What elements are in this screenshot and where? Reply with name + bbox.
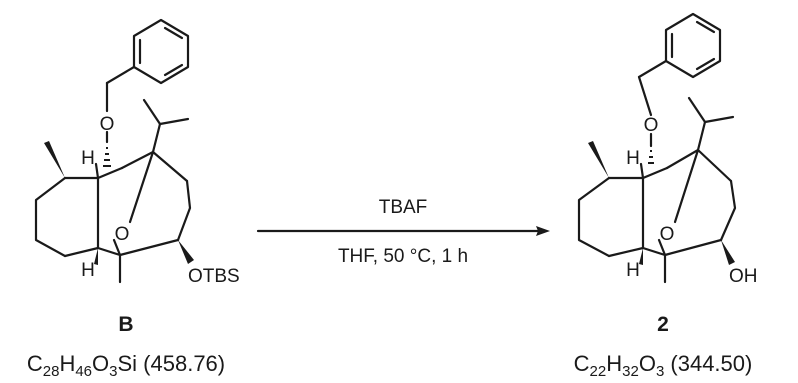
h-wedge: [639, 248, 643, 265]
ether-oxygen-label: O: [644, 115, 659, 136]
h-bottom-label: H: [81, 260, 95, 281]
formula-subscript: 28: [43, 363, 60, 380]
reaction-arrow: [256, 226, 550, 236]
oxygen-bridge: [657, 148, 700, 257]
formula-subscript: 3: [109, 363, 117, 380]
compound-label-2: 2: [657, 313, 669, 336]
cyclopentane-ring: [577, 176, 645, 258]
molecule-b: O O H H OTBS B C28H46O3Si (458.76): [27, 18, 240, 380]
formula-subscript: 46: [75, 363, 92, 380]
benzene-ring: [664, 12, 722, 79]
formula-text: (344.50): [664, 351, 752, 376]
benzyl-linker: [105, 65, 136, 144]
oxygen-bridge: [112, 150, 155, 257]
formula-text: C: [574, 351, 590, 376]
methyl-wedge: [44, 141, 65, 178]
h-top-bond: [94, 162, 100, 180]
bridge-oxygen-label: O: [660, 224, 675, 245]
benzyl-linker: [637, 59, 668, 148]
cyclopentane-ring: [34, 176, 100, 258]
molecule-2: O O H H OH 2 C22H32O3 (344.50): [574, 12, 758, 380]
formula-text: Si (458.76): [118, 351, 226, 376]
formula-text: C: [27, 351, 43, 376]
h-bottom-label: H: [626, 260, 640, 281]
isopropyl-group: [687, 96, 735, 152]
h-top-bond: [639, 162, 645, 180]
formula-text: H: [59, 351, 75, 376]
h-top-label: H: [81, 148, 95, 169]
otbs-wedge: [178, 240, 194, 264]
formula-text: O: [92, 351, 109, 376]
reagent-label: TBAF: [379, 197, 428, 218]
formula-text: H: [606, 351, 622, 376]
otbs-label: OTBS: [188, 266, 240, 287]
oh-wedge: [721, 240, 735, 265]
formula-subscript: 3: [656, 363, 664, 380]
bridge-oxygen-label: O: [115, 224, 130, 245]
h-wedge: [94, 248, 98, 265]
formula-b: C28H46O3Si (458.76): [27, 351, 225, 380]
methyl-wedge: [588, 141, 609, 178]
oh-label: OH: [729, 266, 758, 287]
conditions-label: THF, 50 °C, 1 h: [338, 246, 468, 267]
ether-oxygen-label: O: [100, 114, 115, 135]
seven-ring-skeleton: [96, 150, 192, 284]
stereo-hash-o: [648, 150, 654, 164]
isopropyl-group: [142, 98, 190, 154]
stereo-hash-o: [103, 147, 111, 167]
formula-subscript: 32: [622, 363, 639, 380]
compound-label-b: B: [118, 313, 133, 336]
formula-text: O: [639, 351, 656, 376]
seven-ring-skeleton: [641, 148, 737, 284]
benzene-ring: [132, 18, 190, 85]
h-top-label: H: [626, 148, 640, 169]
formula-2: C22H32O3 (344.50): [574, 351, 753, 380]
formula-subscript: 22: [590, 363, 607, 380]
